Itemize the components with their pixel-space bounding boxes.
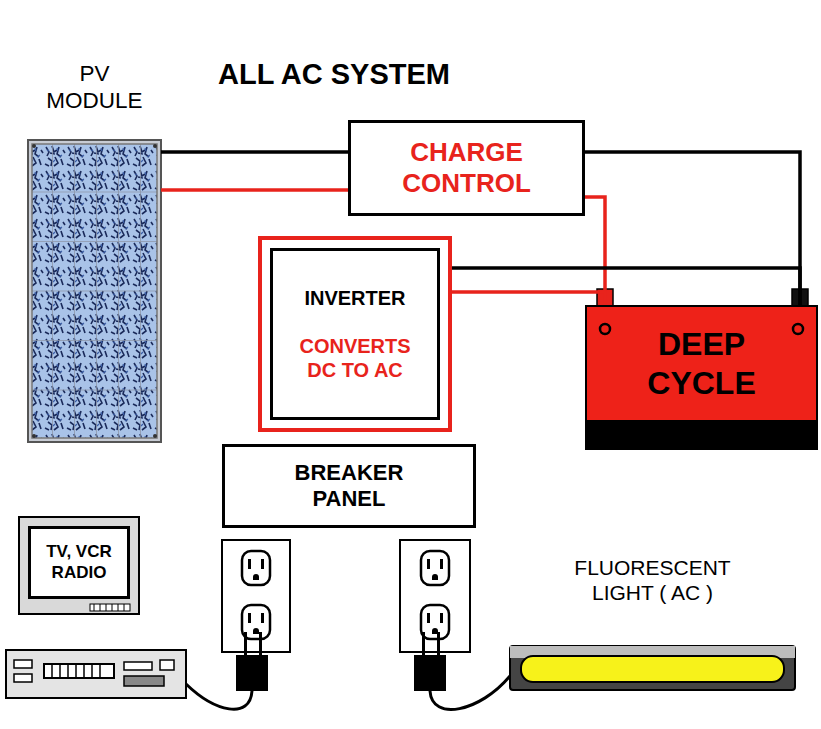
tube xyxy=(505,643,800,693)
deep-cycle-battery: DEEP CYCLE xyxy=(585,305,818,450)
tv-screen: TV, VCR RADIO xyxy=(28,526,130,599)
node-label: DEEP CYCLE xyxy=(622,325,782,402)
vcr xyxy=(6,650,186,698)
wire xyxy=(161,150,348,154)
fluorescent-light: FLUORESCENT LIGHT ( AC ) xyxy=(505,555,800,695)
tv-set: TV, VCR RADIO xyxy=(18,516,140,615)
title: ALL AC SYSTEM xyxy=(218,58,450,91)
pv-panel xyxy=(28,140,161,442)
node-label: INVERTER xyxy=(304,286,405,310)
outlet xyxy=(222,540,290,652)
wire xyxy=(585,197,605,305)
node-label: BREAKER PANEL xyxy=(264,460,434,513)
node-label: CHARGE CONTROL xyxy=(377,137,557,199)
breaker-panel: BREAKER PANEL xyxy=(222,444,476,528)
charge-controller: CHARGE CONTROL xyxy=(348,120,585,216)
wire xyxy=(585,152,800,305)
wire xyxy=(452,292,605,305)
inverter: INVERTER CONVERTS DC TO AC xyxy=(258,236,452,432)
node-description: CONVERTS DC TO AC xyxy=(295,334,415,382)
inverter-frame: INVERTER CONVERTS DC TO AC xyxy=(270,248,440,420)
power-cord xyxy=(430,676,510,709)
outlet xyxy=(400,540,470,652)
pv-module: PV MODULE xyxy=(28,60,161,442)
node-label: FLUORESCENT LIGHT ( AC ) xyxy=(545,555,760,605)
plug xyxy=(414,632,446,691)
tv-base xyxy=(20,601,138,613)
wire xyxy=(161,188,348,192)
wire xyxy=(452,268,800,305)
node-label: PV MODULE xyxy=(31,60,159,114)
power-cord xyxy=(186,684,252,709)
node-label: TV, VCR RADIO xyxy=(34,542,124,583)
plug xyxy=(236,632,268,691)
